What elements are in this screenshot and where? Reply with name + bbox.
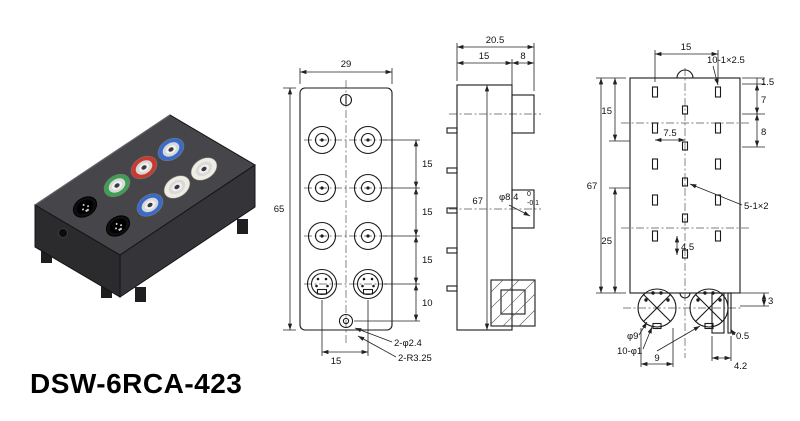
front-top-screw [339, 93, 353, 107]
dim-front-width: 29 [341, 59, 352, 70]
side-rca-barrel-top [511, 94, 535, 134]
note-rear-din-circle: φ9 [627, 331, 638, 342]
note-side-tol-lower: -0.1 [527, 200, 539, 207]
dim-rear-col-pitch: 15 [681, 42, 692, 53]
dim-rear-half-pitch: 7.5 [663, 128, 676, 139]
rca-jack-front-right [136, 193, 164, 217]
side-svideo-block [490, 279, 536, 327]
dim-side-depth-overall: 20.5 [486, 35, 505, 46]
rca-jack-mid-right [163, 175, 191, 199]
connector-body [34, 114, 256, 302]
dim-rear-left-bottom: 25 [601, 236, 612, 247]
front-svideo-jacks [306, 268, 384, 300]
side-body-outline [446, 84, 536, 331]
dim-rear-pin-pitch: 9 [654, 353, 659, 364]
rca-jack-back-right [190, 157, 218, 181]
front-centerlines [304, 80, 388, 344]
product-photo [34, 114, 256, 302]
note-rear-pin-holes: 10-φ1 [617, 346, 642, 357]
rca-jack-front-left [103, 173, 131, 198]
rear-dimension-lines [596, 50, 769, 367]
front-dimension-lines [283, 68, 420, 358]
dim-rear-slot-offset: 4.5 [681, 242, 694, 253]
front-body-outline [299, 87, 393, 331]
dim-front-pitch-1: 15 [422, 159, 433, 170]
rear-view-drawing: 15 10-1×2.5 7.5 5-1×2 4.5 1.5 7 8 67 15 … [587, 42, 775, 372]
dim-side-depth-body: 15 [479, 51, 490, 62]
side-hatching [490, 279, 536, 327]
dim-side-tab: 8 [520, 51, 525, 62]
front-rca-jacks [307, 125, 383, 251]
dim-rear-left-top: 15 [601, 106, 612, 117]
note-front-holes: 2-φ2.4 [394, 338, 422, 349]
rear-slots-large [651, 86, 722, 242]
part-number: DSW-6RCA-423 [30, 368, 243, 399]
dim-front-pitch-2: 15 [422, 207, 433, 218]
rear-din-footprint-right [689, 288, 729, 330]
dim-rear-right-1: 1.5 [761, 77, 774, 88]
rear-outline [629, 69, 741, 299]
rca-jack-back-left [157, 137, 185, 162]
note-rear-slots-small: 5-1×2 [744, 201, 769, 212]
side-view-drawing: 20.5 15 8 67 φ8.4 0 -0.1 [446, 35, 541, 331]
dim-rear-clip-gap: 0.5 [736, 331, 749, 342]
dim-rear-right-2: 7 [761, 95, 766, 106]
rear-clip-detail [711, 292, 732, 334]
side-dimension-lines [456, 43, 535, 330]
front-view-drawing: 29 65 15 15 15 10 15 2-φ2.4 2-R3.25 [274, 59, 433, 367]
note-side-tol-upper: 0 [527, 191, 531, 198]
dim-front-pitch-4: 10 [422, 298, 433, 309]
front-screw-hole [58, 228, 68, 238]
dim-front-height: 65 [274, 204, 285, 215]
note-side-barrel-dia: φ8.4 [499, 192, 518, 203]
front-bottom-screw [338, 313, 354, 329]
note-rear-slots-large: 10-1×2.5 [707, 55, 745, 66]
dim-rear-overall-height: 67 [587, 181, 598, 192]
dim-front-bottom: 15 [331, 356, 342, 367]
side-rca-barrel-bottom [511, 189, 535, 229]
dim-rear-clip-width: 4.2 [734, 361, 747, 372]
rear-centerlines [621, 68, 751, 358]
side-centerlines [449, 113, 541, 210]
svideo-jack-left [72, 196, 98, 218]
svideo-jack-right [105, 215, 131, 237]
dim-rear-right-3: 8 [761, 127, 766, 138]
rear-slots-small [681, 105, 689, 259]
note-front-radius: 2-R3.25 [398, 353, 432, 364]
dim-side-height: 67 [472, 196, 483, 207]
dim-rear-clip-depth: 3 [768, 296, 773, 307]
dim-front-pitch-3: 15 [422, 255, 433, 266]
rca-jack-mid-left [130, 155, 158, 180]
rear-din-footprint-left [637, 288, 677, 330]
